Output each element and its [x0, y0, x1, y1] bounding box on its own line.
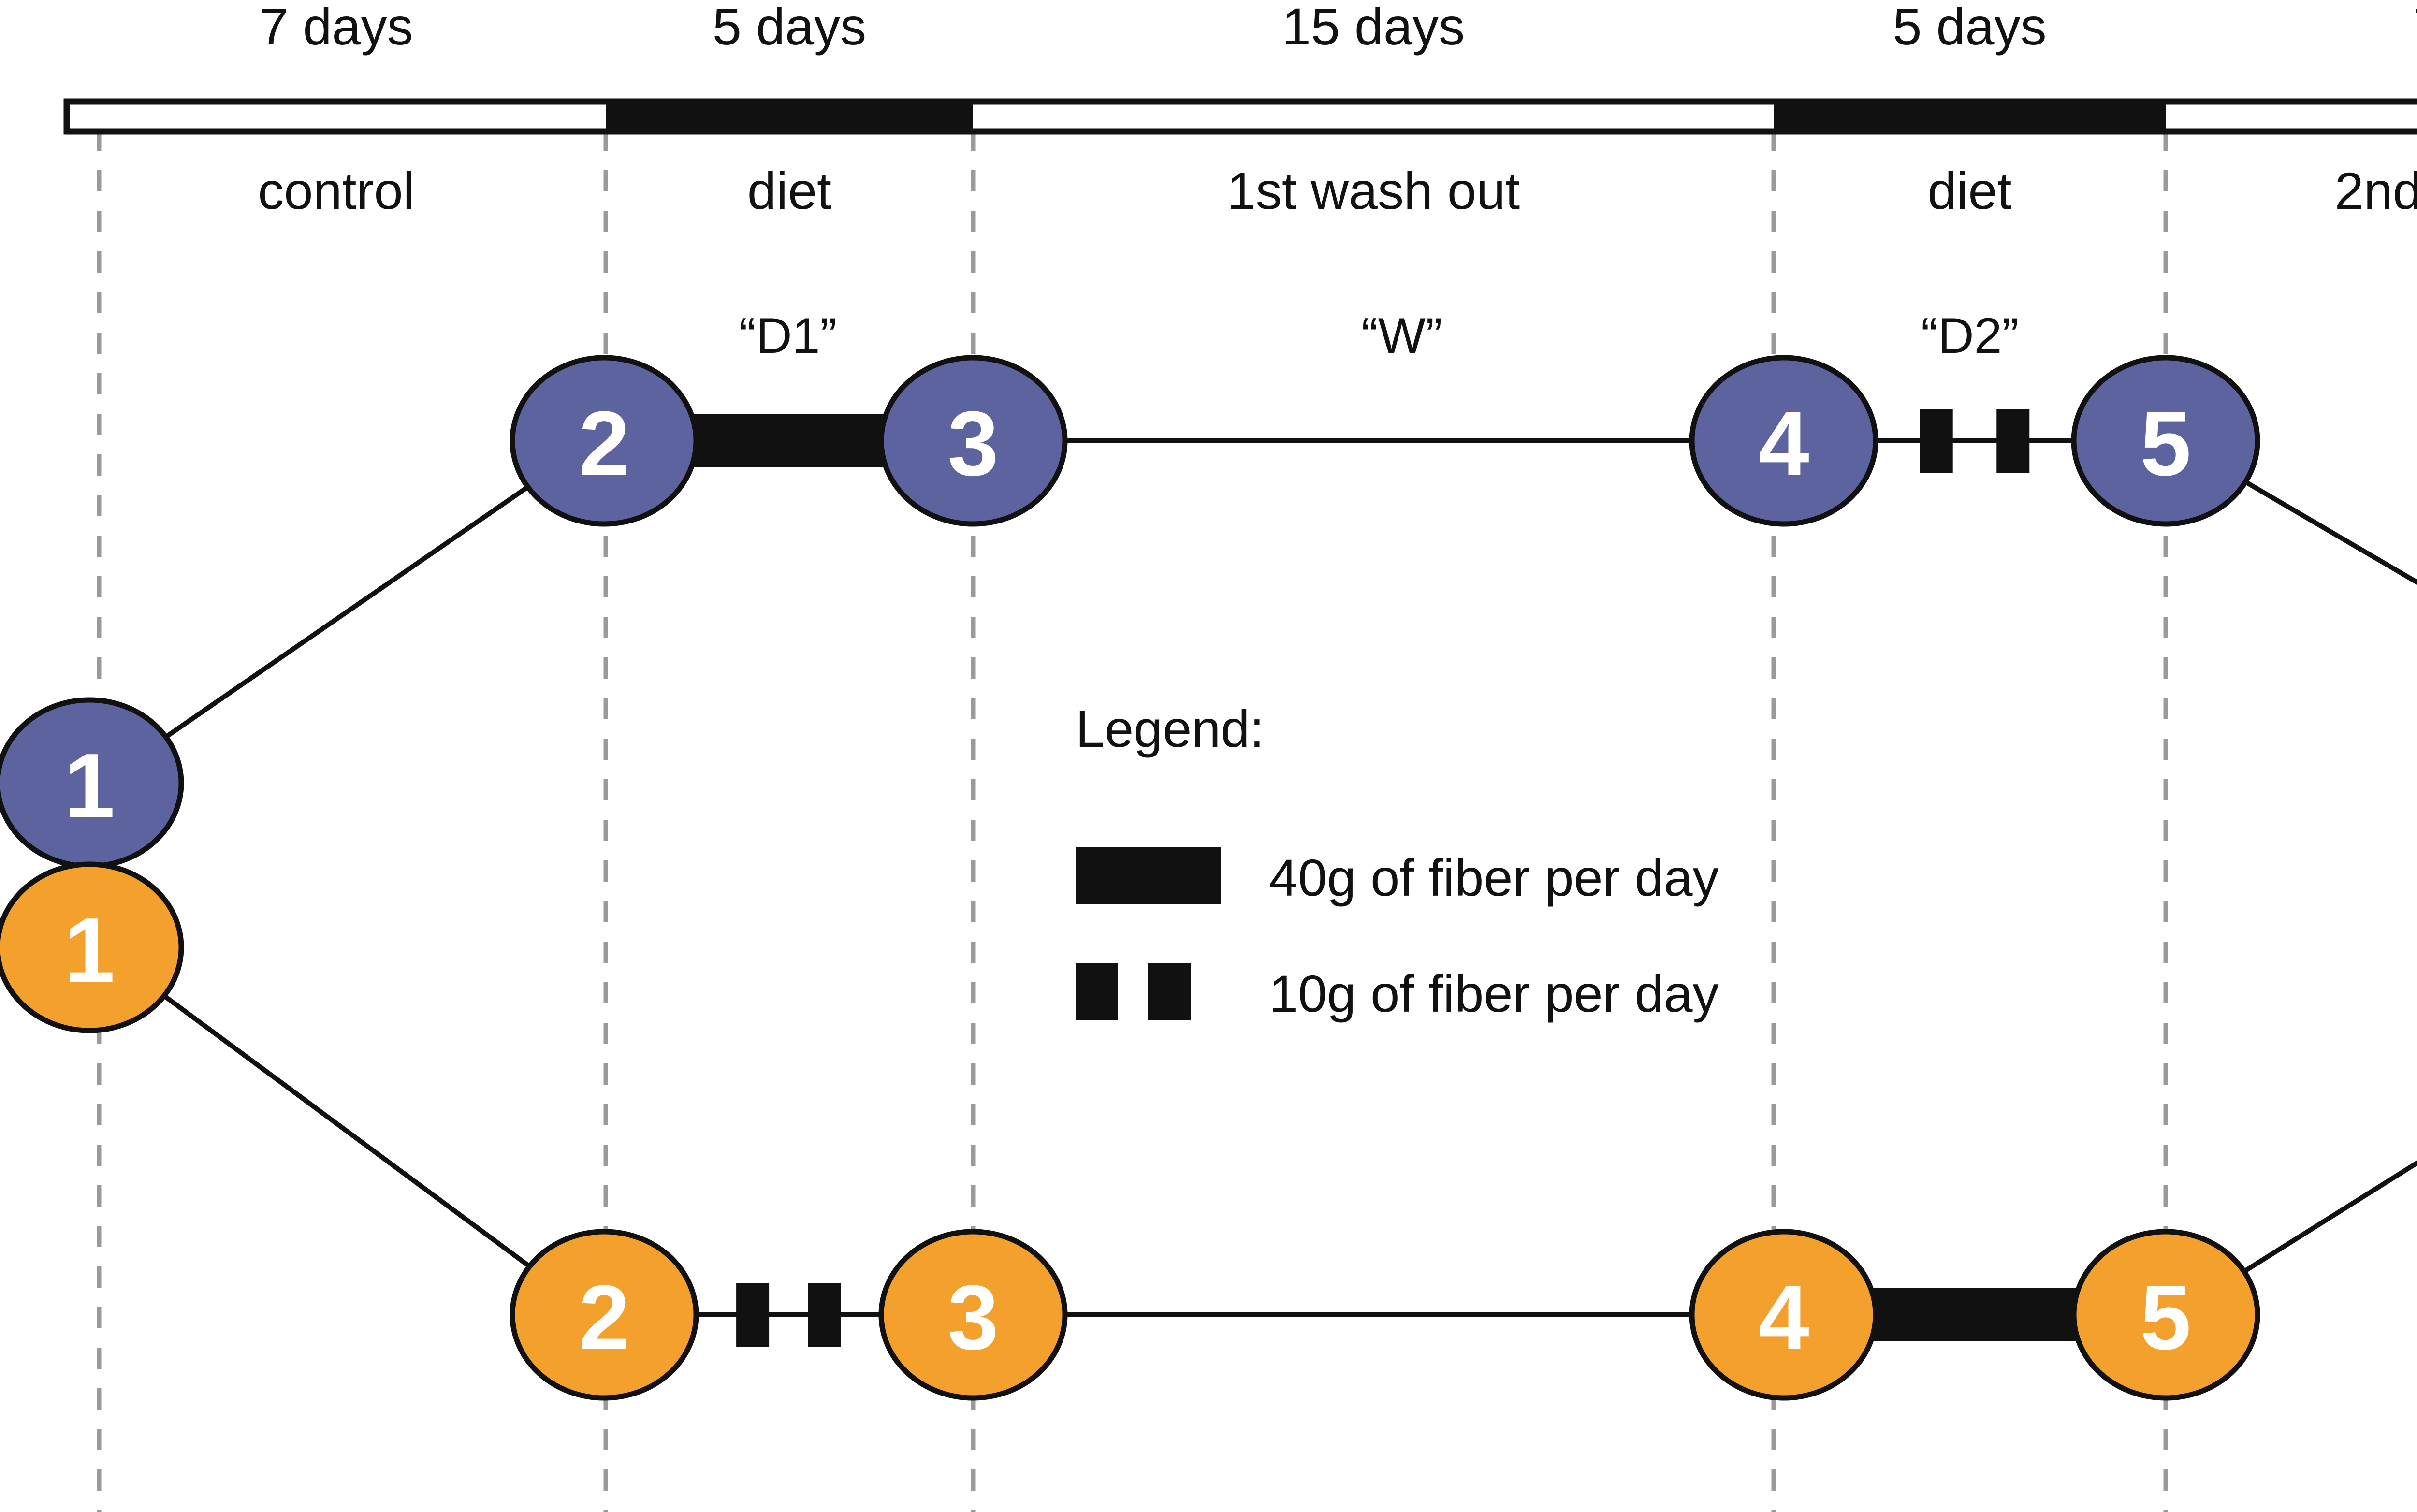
node-circle[interactable] — [1689, 355, 1878, 527]
legend: Legend: 40g of fiber per day 10g of fiber … — [1076, 699, 1719, 1023]
arm-blue-link-5-to-6 — [2242, 479, 2417, 585]
thin-connector — [161, 992, 533, 1270]
duration-label-1: 7 days — [259, 0, 413, 56]
arm-blue-node-1[interactable]: 1 — [0, 697, 184, 869]
arm-orange-node-4[interactable]: 4 — [1689, 1229, 1878, 1401]
node-circle[interactable] — [0, 861, 184, 1033]
period-tag-d2: “D2” — [1921, 308, 2019, 364]
legend-item-dashed: 10g of fiber per day — [1076, 963, 1719, 1023]
period-tag-group: “D1” “W” “D2” — [739, 308, 2019, 364]
arm-orange-node-3[interactable]: 3 — [878, 1229, 1068, 1401]
arm-orange-node-1[interactable]: 1 — [0, 861, 184, 1033]
node-label: 5 — [2140, 393, 2191, 495]
arm-blue-node-5[interactable]: 5 — [2071, 355, 2260, 527]
legend-label-solid: 40g of fiber per day — [1269, 848, 1719, 907]
node-circle[interactable] — [878, 355, 1068, 527]
arm-orange-node-2[interactable]: 2 — [510, 1229, 699, 1401]
legend-label-dashed: 10g of fiber per day — [1269, 964, 1719, 1023]
node-label: 4 — [1758, 393, 1809, 495]
thin-connector — [2242, 479, 2417, 585]
node-circle[interactable] — [510, 355, 699, 527]
node-circle[interactable] — [2071, 1229, 2260, 1401]
phase-label-1: control — [258, 161, 414, 220]
period-tag-w: “W” — [1361, 308, 1442, 364]
legend-swatch-dash-block-2 — [1148, 963, 1191, 1020]
timeline-bar-outline — [63, 98, 2417, 135]
duration-label-3: 15 days — [1282, 0, 1465, 56]
timeline-segment-4-filled — [1774, 102, 2166, 131]
legend-swatch-dash-block-1 — [1076, 963, 1118, 1020]
timeline-segment-5-open — [2166, 102, 2417, 131]
dashed-connector-block-2 — [1996, 409, 2030, 473]
duration-label-5: 7 days — [2413, 0, 2417, 56]
arm-blue-link-4-to-5 — [1868, 409, 2082, 473]
node-label: 3 — [947, 1266, 999, 1369]
node-label: 4 — [1758, 1266, 1809, 1369]
arm-orange-link-1-to-2 — [161, 992, 533, 1270]
timeline-segment-1-open — [67, 102, 606, 131]
arm-blue-link-2-to-3 — [687, 414, 890, 467]
legend-swatch-solid-40g — [1076, 847, 1221, 904]
node-circle[interactable] — [510, 1229, 699, 1401]
arm-link-group — [161, 409, 2417, 1347]
node-label: 1 — [64, 735, 115, 837]
timeline-bar — [63, 98, 2417, 135]
arm-orange-link-5-to-6 — [2241, 1160, 2417, 1275]
arm-blue-node-4[interactable]: 4 — [1689, 355, 1878, 527]
arm-node-group: 123456123456 — [0, 355, 2260, 1401]
timeline-segment-2-filled — [606, 102, 973, 131]
arm-orange-link-4-to-5 — [1866, 1288, 2083, 1341]
phase-label-2: diet — [747, 161, 831, 220]
node-circle[interactable] — [1689, 1229, 1878, 1401]
thin-connector — [2241, 1160, 2417, 1275]
thick-connector-40g — [1866, 1288, 2083, 1341]
thin-connector — [163, 484, 531, 740]
legend-title: Legend: — [1076, 699, 1264, 758]
node-label: 5 — [2140, 1266, 2191, 1369]
timeline-segment-3-open — [973, 102, 1774, 131]
node-label: 2 — [579, 393, 630, 495]
arm-orange-node-5[interactable]: 5 — [2071, 1229, 2260, 1401]
node-label: 3 — [947, 393, 999, 495]
node-circle[interactable] — [878, 1229, 1068, 1401]
arm-orange-link-2-to-3 — [688, 1283, 889, 1347]
arm-blue-link-1-to-2 — [163, 484, 531, 740]
legend-item-solid: 40g of fiber per day — [1076, 847, 1719, 907]
phase-label-group: control diet 1st wash out diet 2nd wash out — [258, 161, 2417, 220]
duration-label-4: 5 days — [1893, 0, 2046, 56]
node-circle[interactable] — [2071, 355, 2260, 527]
node-label: 1 — [64, 899, 115, 1002]
duration-label-group: 7 days 5 days 15 days 5 days 7 days — [259, 0, 2417, 56]
phase-label-3: 1st wash out — [1227, 161, 1520, 220]
dashed-connector-block-1 — [736, 1283, 770, 1347]
dashed-connector-block-1 — [1920, 409, 1953, 473]
period-tag-d1: “D1” — [739, 308, 837, 364]
arm-blue-node-3[interactable]: 3 — [878, 355, 1068, 527]
thick-connector-40g — [687, 414, 890, 467]
phase-label-4: diet — [1927, 161, 2011, 220]
dashed-connector-block-2 — [808, 1283, 841, 1347]
node-label: 2 — [579, 1266, 630, 1369]
phase-label-5: 2nd wash out — [2335, 161, 2417, 220]
arm-blue-node-2[interactable]: 2 — [510, 355, 699, 527]
duration-label-2: 5 days — [713, 0, 866, 56]
